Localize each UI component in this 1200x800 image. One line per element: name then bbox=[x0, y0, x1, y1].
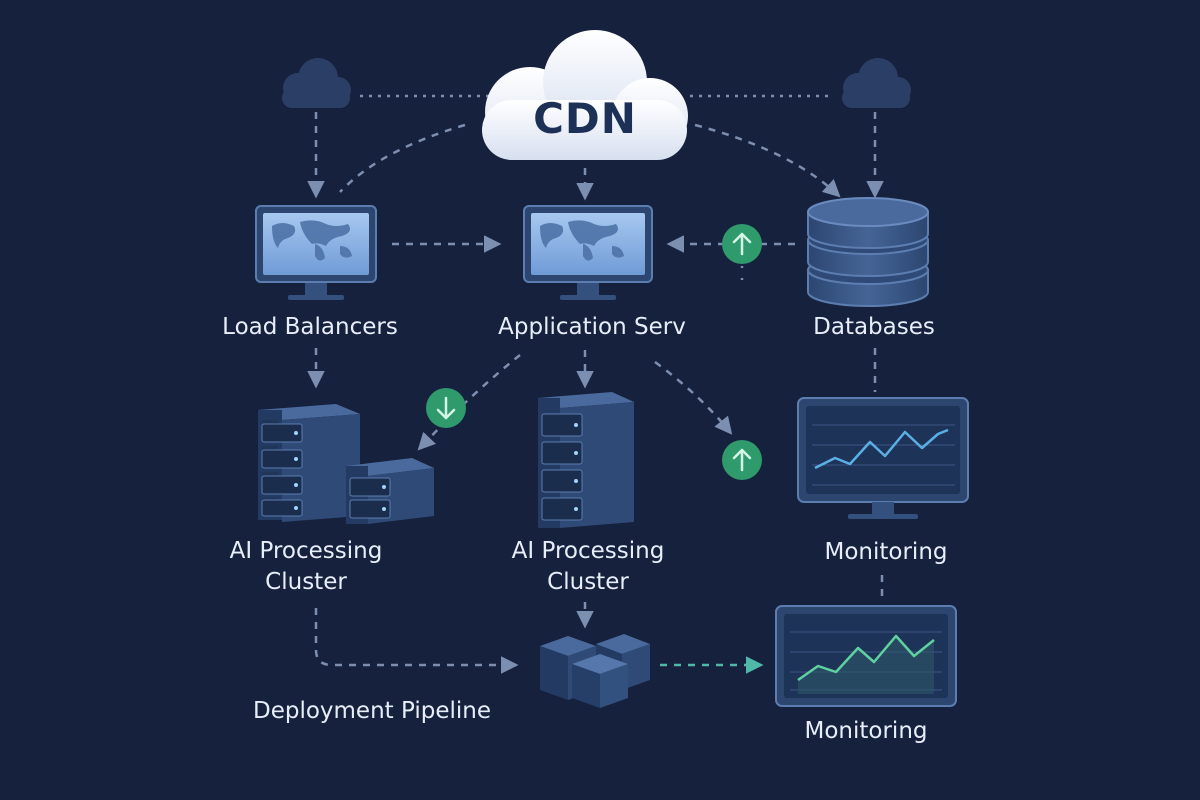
ai-cluster-center-line1: AI Processing bbox=[511, 538, 665, 564]
ai-cluster-center-label: AI Processing Cluster bbox=[512, 536, 665, 598]
application-serv-label: Application Serv bbox=[498, 314, 686, 340]
connectors bbox=[307, 94, 884, 674]
ai-cluster-left-line2: Cluster bbox=[265, 569, 347, 595]
connector-app-right bbox=[654, 360, 733, 435]
databases-label: Databases bbox=[813, 314, 935, 340]
cloud-left-icon bbox=[282, 58, 351, 108]
server-rack-center-icon[interactable] bbox=[538, 392, 634, 528]
connector-cdn-lb-curve bbox=[339, 123, 466, 193]
server-small-left-icon[interactable] bbox=[346, 458, 434, 524]
arrow-down-badge bbox=[426, 388, 466, 428]
server-rack-left-icon[interactable] bbox=[258, 404, 360, 522]
application-server-monitor-icon[interactable] bbox=[523, 205, 653, 300]
cloud-right-icon bbox=[842, 58, 911, 108]
ai-cluster-left-line1: AI Processing bbox=[229, 538, 383, 564]
arrow-up-badge-db bbox=[722, 224, 762, 264]
deployment-pipeline-label: Deployment Pipeline bbox=[252, 698, 492, 724]
connector-app-left-cluster bbox=[417, 354, 521, 451]
monitoring-top-chart-icon[interactable] bbox=[797, 397, 969, 519]
load-balancers-label: Load Balancers bbox=[222, 314, 398, 340]
monitoring-bottom-label: Monitoring bbox=[804, 718, 928, 744]
monitoring-top-label: Monitoring bbox=[824, 539, 948, 565]
connector-cluster-pipeline bbox=[314, 608, 519, 674]
database-icon[interactable] bbox=[807, 197, 929, 307]
load-balancer-monitor-icon[interactable] bbox=[255, 205, 377, 300]
cube-stack-icon[interactable] bbox=[540, 634, 650, 708]
arrow-up-badge-right bbox=[722, 440, 762, 480]
connector-cdn-db-curve bbox=[694, 123, 841, 198]
monitoring-bottom-chart-icon[interactable] bbox=[775, 605, 957, 707]
cdn-label: CDN bbox=[533, 94, 637, 143]
ai-cluster-left-label: AI Processing Cluster bbox=[230, 536, 383, 598]
cdn-cloud-icon[interactable] bbox=[482, 30, 688, 160]
ai-cluster-center-line2: Cluster bbox=[547, 569, 629, 595]
